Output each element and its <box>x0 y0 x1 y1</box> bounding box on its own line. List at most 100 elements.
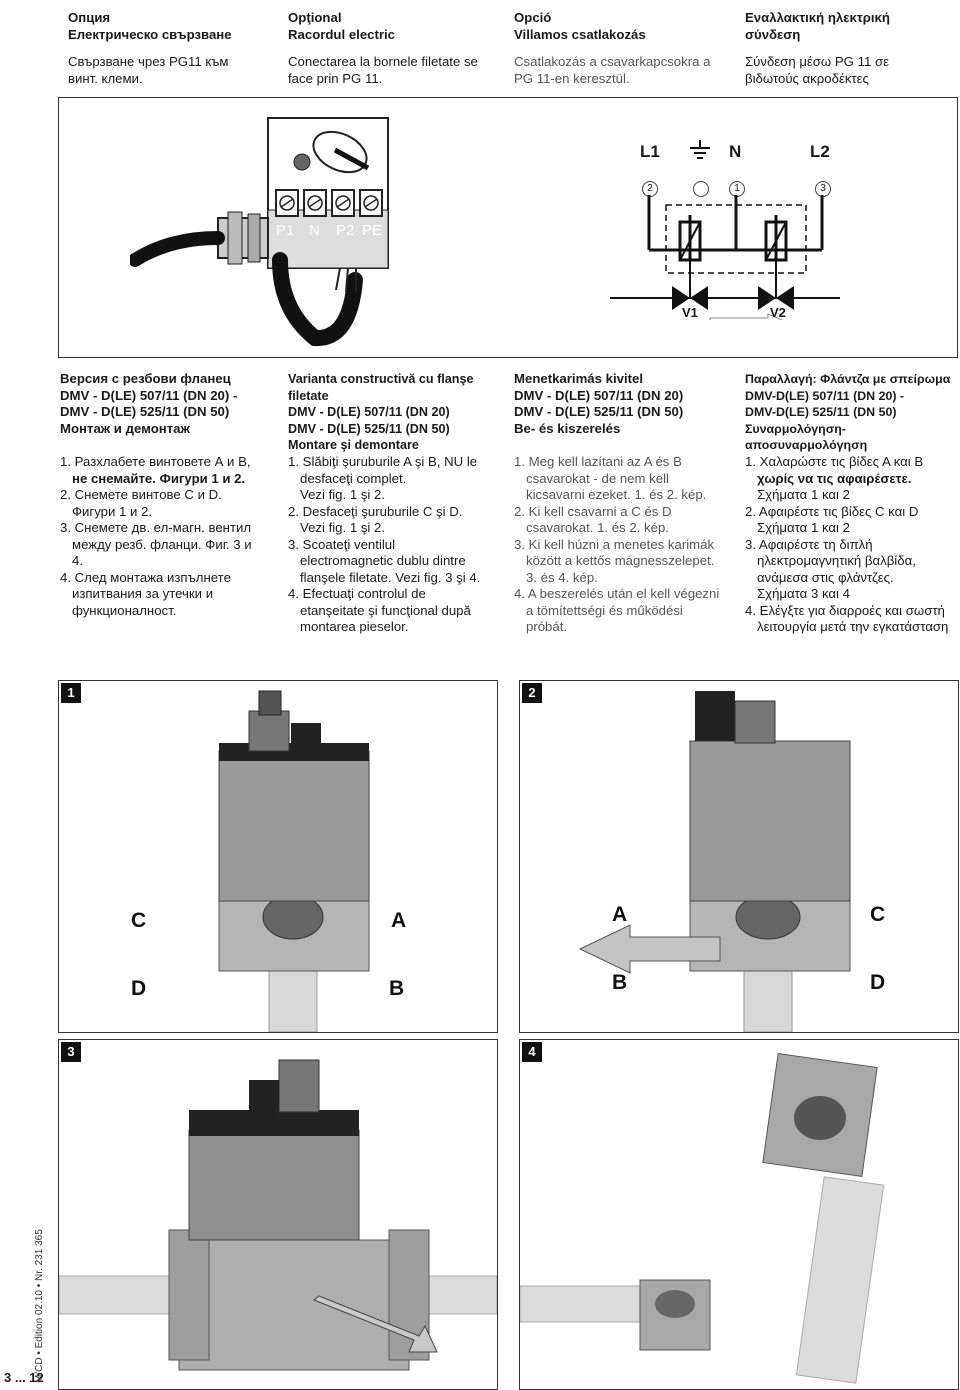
step-line: 3. Αφαιρέστε τη διπλή <box>745 536 873 552</box>
terminal-label-pe: PE <box>362 222 383 239</box>
terminal-box-drawing <box>130 117 389 346</box>
valve-drawing <box>578 691 851 1032</box>
step-line: Σχήματα 1 και 2 <box>757 487 850 502</box>
step-line: Σχήματα 1 και 2 <box>757 520 850 535</box>
terminal-label-n: N <box>309 222 320 239</box>
option-title: Електрическо свързване <box>68 26 232 42</box>
step-line: 4. Ελέγξτε για διαρροές και σωστή <box>745 602 945 618</box>
version-heading: Varianta constructivă cu flanşe filetate <box>288 372 474 403</box>
option-text: βιδωτούς ακροδέκτες <box>745 70 869 86</box>
step-line: ανάμεσα στις φλάντζες. <box>757 569 894 585</box>
option-title: Опция <box>68 10 111 25</box>
step-line: 2. Αφαιρέστε τις βίδες C και D <box>745 503 919 519</box>
option-text: face prin PG 11. <box>288 70 383 86</box>
option-text: Σύνδεση μέσω PG 11 σε <box>745 54 889 69</box>
version-bg: Версия с резбови фланец DMV - D(LE) 507/… <box>60 371 285 437</box>
figure-number: 4 <box>522 1042 542 1062</box>
terminal-label-p2: P2 <box>336 222 355 239</box>
frame-top-line <box>58 97 958 98</box>
frame-right-line <box>957 97 958 357</box>
terminal-label-p1: P1 <box>276 222 295 239</box>
version-hu: Menetkarimás kivitel DMV - D(LE) 507/11 … <box>514 371 739 437</box>
figure-4: 4 <box>519 1039 959 1390</box>
step-line: функционалност. <box>72 602 177 618</box>
step-line: csavarokat. 1. és 2. kép. <box>526 520 669 535</box>
wiring-label-l1: L1 <box>640 142 660 161</box>
steps-ro: 1. Slăbiţi şuruburile A şi B, NU le desf… <box>288 454 513 636</box>
figure-number: 3 <box>61 1042 81 1062</box>
steps-bg: 1. Разхлабете винтовете А и В, не снемай… <box>60 454 285 619</box>
valve-drawing <box>59 1059 497 1371</box>
version-model: DMV-D(LE) 525/11 (DN 50) <box>745 405 897 419</box>
step-line: 2. Desfaceţi şuruburile C şi D. <box>288 503 463 519</box>
version-ro: Varianta constructivă cu flanşe filetate… <box>288 371 513 454</box>
screw-label-c: C <box>131 909 147 932</box>
frame-left-line <box>58 97 59 357</box>
option-hu: Opció Villamos csatlakozás Csatlakozás a… <box>514 10 739 87</box>
step-line: desfaceţi complet. <box>300 470 407 486</box>
ground-connector-icon <box>693 181 709 197</box>
step-line: Фигури 1 и 2. <box>72 503 153 519</box>
figure-number: 1 <box>61 683 81 703</box>
step-line: 4. След монтажа изпълнете <box>60 569 231 585</box>
step-line: изпитвания за утечки и <box>72 586 214 601</box>
valve-label-v1: V1 <box>682 305 698 320</box>
figure-3: 3 <box>58 1039 498 1390</box>
version-model: DMV - D(LE) 507/11 (DN 20) <box>288 405 450 419</box>
screw-label-b: B <box>389 977 405 1000</box>
step-line: 3. Scoateţi ventilul <box>288 536 396 552</box>
version-el: Παραλλαγή: Φλάντζα με σπείρωμα DMV-D(LE)… <box>745 371 960 454</box>
edition-note: M/CD • Edition 02.10 • Nr. 231 365 <box>34 1229 45 1383</box>
wiring-label-l2: L2 <box>810 142 830 161</box>
frame-bottom-line <box>58 357 958 358</box>
step-line: 2. Ki kell csavarni a C és D <box>514 503 672 519</box>
step-line: 3. és 4. kép. <box>526 569 598 585</box>
option-text: PG 11-en keresztül. <box>514 70 630 86</box>
step-line: electromagnetic dublu dintre <box>300 553 466 568</box>
step-line: 1. Разхлабете винтовете А и В, <box>60 454 251 469</box>
step-line: 3. Снемете дв. ел-магн. вентил <box>60 520 252 535</box>
ground-icon <box>688 140 712 160</box>
step-line: χωρίς να τις αφαιρέσετε. <box>757 470 912 486</box>
step-line: próbát. <box>526 619 568 634</box>
step-line: 4. <box>72 553 83 568</box>
option-text: Csatlakozás a csavarkapcsokra a <box>514 54 711 69</box>
screw-label-d: D <box>131 977 147 1000</box>
steps-hu: 1. Meg kell lazítani az A és B csavaroka… <box>514 454 739 636</box>
wiring-label-n: N <box>729 142 742 161</box>
step-line: 4. A beszerelés után el kell végezni <box>514 586 720 601</box>
wiring-schematic <box>610 195 840 320</box>
version-heading: Menetkarimás kivitel <box>514 371 644 386</box>
option-title: Racordul electric <box>288 26 396 42</box>
step-line: flanşele filetate. Vezi fig. 3 şi 4. <box>300 569 481 585</box>
step-line: csavarokat - de nem kell <box>526 470 669 486</box>
screw-label-a: A <box>391 909 407 932</box>
valve-drawing <box>218 690 370 1032</box>
screw-label-d: D <box>870 971 886 994</box>
figure-1: 1 C A D B <box>58 680 498 1033</box>
figure-2: 2 A C B D <box>519 680 959 1033</box>
step-line: 1. Meg kell lazítani az A és B <box>514 454 682 469</box>
option-text: винт. клеми. <box>68 70 143 86</box>
version-subtitle: Монтаж и демонтаж <box>60 420 190 436</box>
option-text: Свързване чрез PG11 към <box>68 54 229 69</box>
version-heading: Παραλλαγή: Φλάντζα με σπείρωμα <box>745 372 951 386</box>
option-title: Opţional <box>288 10 342 25</box>
step-line: 1. Χαλαρώστε τις βίδες Α και Β <box>745 454 924 469</box>
option-title: Opció <box>514 10 552 25</box>
valve-label-v2: V2 <box>770 305 786 320</box>
flanges-drawing <box>520 1053 885 1384</box>
version-model: DMV - D(LE) 525/11 (DN 50) <box>514 404 684 419</box>
step-line: 3. Ki kell húzni a menetes karimák <box>514 536 715 552</box>
version-subtitle: Συναρμολόγηση-αποσυναρμολόγηση <box>745 421 868 453</box>
step-line: не снемайте. Фигури 1 и 2. <box>72 470 246 486</box>
option-bg: Опция Електрическо свързване Свързване ч… <box>68 10 293 87</box>
option-title: Εναλλακτική ηλεκτρική <box>745 10 890 25</box>
screw-label-c: C <box>870 903 886 926</box>
option-text: Conectarea la bornele filetate se <box>288 54 478 69</box>
version-model: DMV - D(LE) 525/11 (DN 50) <box>60 404 230 419</box>
version-heading: Версия с резбови фланец <box>60 371 231 386</box>
version-model: DMV-D(LE) 507/11 (DN 20) - <box>745 388 905 403</box>
step-line: λειτουργία μετά την εγκατάσταση <box>757 619 949 634</box>
option-title: Villamos csatlakozás <box>514 26 646 42</box>
